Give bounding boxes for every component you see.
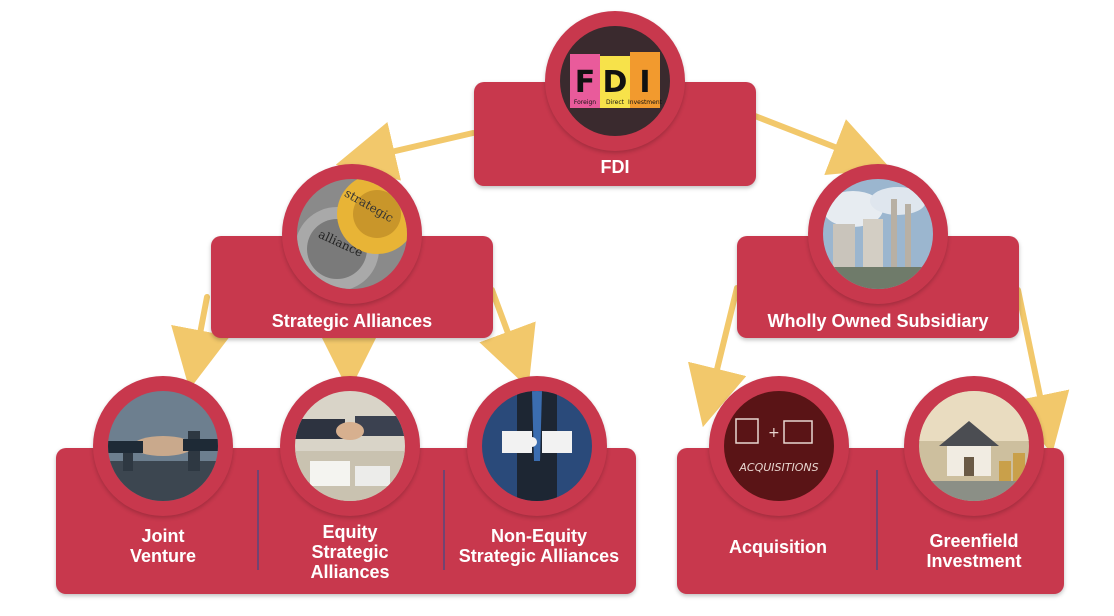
acquisition-label: Acquisition [729, 537, 827, 557]
joint-venture-line2: Venture [129, 546, 197, 566]
handshake-desk-icon [295, 391, 405, 501]
nonequity-line2: Strategic Alliances [458, 546, 620, 566]
arrow-fdi-to-strategic [335, 122, 476, 181]
greenfield-label: Greenfield Investment [892, 531, 1056, 571]
equity-line1: Equity [322, 522, 378, 542]
nonequity-circle [467, 376, 607, 516]
strategic-circle: strategic alliance [282, 164, 422, 304]
fdi-word-investment: Investment [628, 99, 663, 106]
nonequity-label: Non-Equity Strategic Alliances [447, 526, 631, 566]
fdi-letter-i: I [639, 65, 650, 100]
arrow-fdi-to-wholly [752, 113, 891, 176]
equity-circle [280, 376, 420, 516]
fdi-label: FDI [600, 157, 630, 177]
fdi-word-direct: Direct [606, 99, 625, 106]
divider-3 [876, 470, 878, 570]
acquisitions-chalkboard-icon: + ACQUISITIONS [724, 391, 834, 501]
strategic-alliances-label: Strategic Alliances [271, 311, 433, 331]
divider-2 [443, 470, 445, 570]
joint-venture-line1: Joint [141, 526, 185, 546]
fdi-letter-f: F [575, 65, 596, 100]
gears-icon: strategic alliance [297, 179, 407, 289]
handshake-city-icon [108, 391, 218, 501]
arrow-wholly-to-greenfield [1010, 287, 1070, 455]
joint-venture-label: Joint Venture [90, 526, 236, 566]
joint-venture-circle [93, 376, 233, 516]
arrow-strategic-to-nonequity [479, 287, 536, 389]
arrow-strategic-to-joint [171, 294, 231, 390]
nonequity-line1: Non-Equity [491, 526, 587, 546]
equity-line2: Strategic [311, 542, 389, 562]
greenfield-line1: Greenfield [929, 531, 1019, 551]
greenfield-line2: Investment [926, 551, 1022, 571]
fdi-word-foreign: Foreign [574, 99, 596, 106]
fdi-blocks-icon: F D I Foreign Direct Investment [560, 26, 670, 136]
house-coins-icon [919, 391, 1029, 501]
wholly-owned-label: Wholly Owned Subsidiary [767, 311, 989, 331]
acquisitions-chalk-text: ACQUISITIONS [738, 461, 818, 474]
equity-label: Equity Strategic Alliances [272, 522, 428, 582]
factory-icon [823, 179, 933, 289]
wholly-circle [808, 164, 948, 304]
equity-line3: Alliances [310, 562, 390, 582]
fdi-letter-d: D [603, 65, 628, 100]
arrow-wholly-to-acquisition [688, 285, 747, 428]
acquisition-circle: + ACQUISITIONS [709, 376, 849, 516]
puzzle-icon [482, 391, 592, 501]
greenfield-circle [904, 376, 1044, 516]
divider-1 [257, 470, 259, 570]
svg-text:+: + [768, 425, 780, 441]
fdi-circle: F D I Foreign Direct Investment [545, 11, 685, 151]
